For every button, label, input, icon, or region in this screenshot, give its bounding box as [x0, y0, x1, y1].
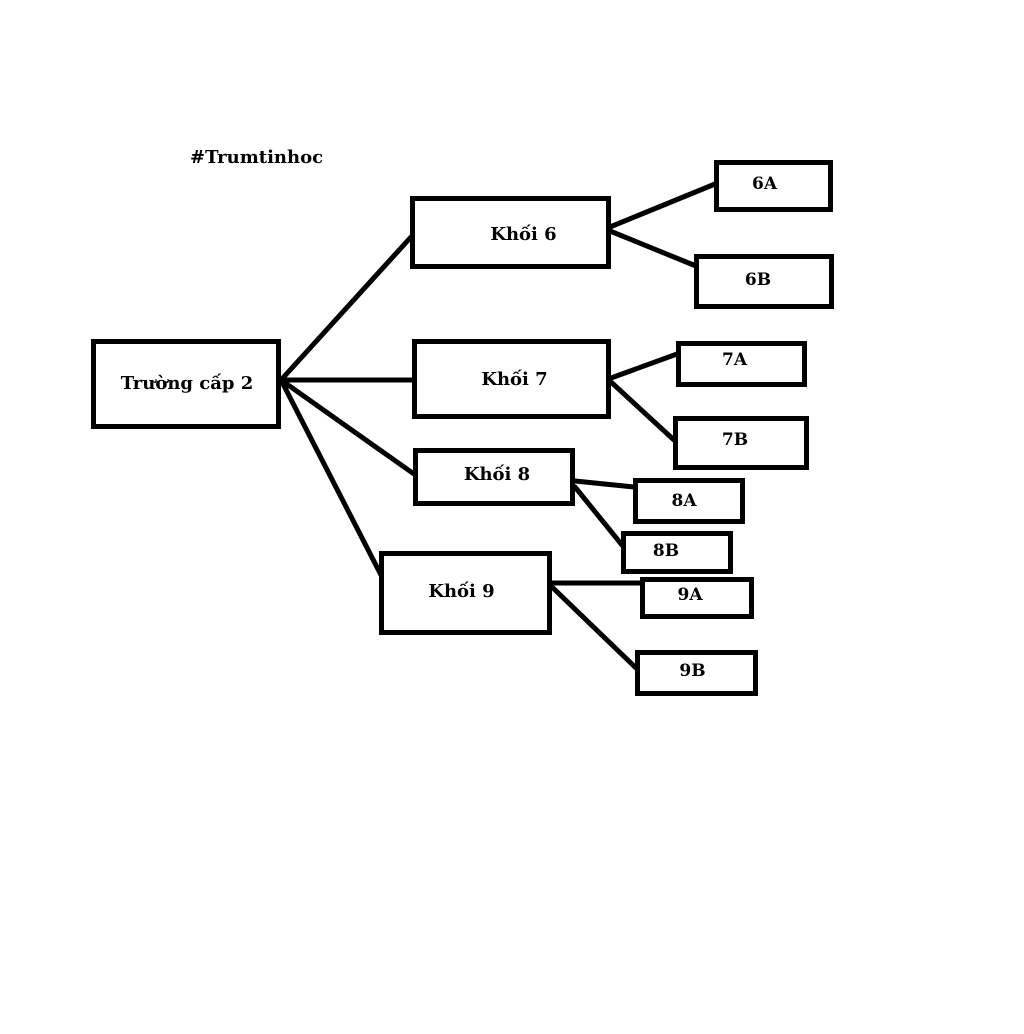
class-node-label: 9B [679, 660, 706, 681]
class-node-label: 7A [721, 349, 748, 370]
class-node-6a: 6A [714, 160, 833, 212]
grade-node-khoi-9: Khối 9 [379, 551, 552, 635]
class-node-6b: 6B [694, 254, 834, 309]
edge-khoi-7-7a [608, 351, 680, 381]
grade-node-label: Khối 9 [428, 581, 495, 602]
class-node-label: 6A [751, 173, 778, 194]
edge-root-khoi-9 [278, 377, 384, 578]
class-node-label: 8B [652, 541, 680, 561]
edge-khoi-6-6a [607, 181, 718, 230]
edge-root-khoi-8 [278, 377, 417, 477]
root-node: Trường cấp 2 [91, 339, 281, 429]
class-node-label: 8A [671, 490, 697, 511]
grade-node-label: Khối 6 [490, 223, 557, 245]
root-node-label: Trường cấp 2 [120, 373, 254, 394]
class-node-label: 9A [677, 584, 703, 605]
class-node-7a: 7A [676, 341, 807, 387]
edge-khoi-7-7b [608, 379, 677, 443]
grade-node-khoi-7: Khối 7 [412, 339, 611, 419]
edge-khoi-8-8b [572, 484, 625, 548]
class-node-label: 6B [744, 270, 772, 290]
grade-node-label: Khối 8 [463, 464, 531, 485]
edge-khoi-9-9b [549, 584, 639, 671]
class-node-9b: 9B [635, 650, 758, 696]
class-node-8b: 8B [621, 531, 733, 574]
grade-node-khoi-8: Khối 8 [413, 448, 575, 506]
class-node-9a: 9A [640, 577, 754, 619]
grade-node-khoi-6: Khối 6 [410, 196, 611, 269]
hashtag-label: #Trumtinhoc [190, 147, 324, 168]
class-node-label: 7B [721, 429, 749, 450]
edge-khoi-8-8a [572, 478, 637, 490]
edge-khoi-6-6b [607, 228, 699, 269]
class-node-7b: 7B [673, 416, 809, 470]
class-node-8a: 8A [633, 478, 745, 524]
grade-node-label: Khối 7 [481, 369, 548, 390]
edge-root-khoi-6 [278, 234, 414, 383]
